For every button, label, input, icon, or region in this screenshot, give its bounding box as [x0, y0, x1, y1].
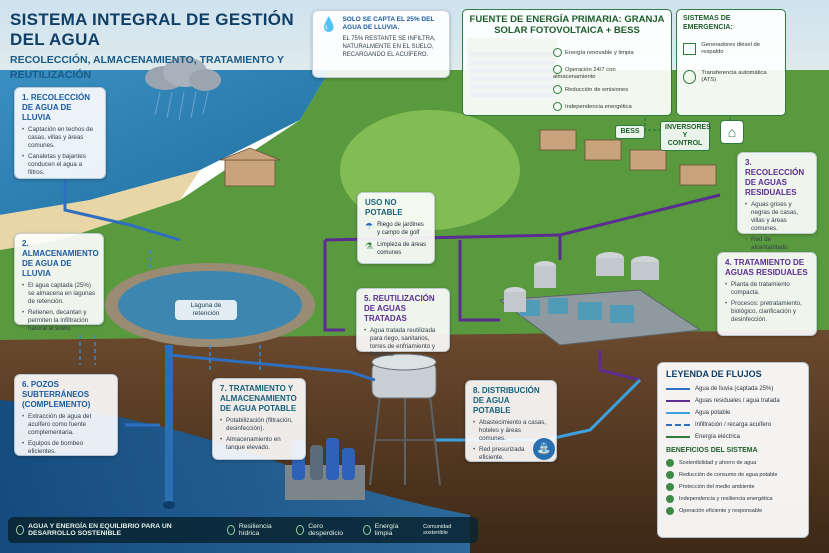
energy-item: Operación 24/7 con almacenamiento [553, 65, 653, 81]
faucet-icon: ⛲ [533, 438, 555, 460]
generator-item: Generadores diésel de respaldo [683, 42, 779, 56]
benefit-row: Sostenibilidad y ahorro de agua [666, 457, 800, 469]
energy-item: Independencia energética [553, 102, 632, 111]
legend-label: Agua de lluvia (captada 25%) [695, 386, 774, 392]
emissions-icon [553, 85, 562, 94]
emergency-title: SISTEMAS DE EMERGENCIA: [683, 15, 733, 31]
ats-item: Transferencia automática (ATS) [683, 70, 779, 84]
energy-item: Energía renovable y limpia [553, 48, 634, 57]
step-card-4: 4. TRATAMIENTO DE AGUAS RESIDUALES Plant… [717, 252, 817, 336]
benefit-icon [666, 483, 674, 491]
capture-note-heading: SOLO SE CAPTA EL 25% DEL AGUA DE LLUVIA. [342, 16, 435, 31]
legend-row: Energía eléctrica [666, 431, 800, 443]
benefit-icon [666, 459, 674, 467]
house-icon: ⌂ [720, 120, 744, 144]
benefit-icon [666, 507, 674, 515]
title-block: SISTEMA INTEGRAL DE GESTIÓN DEL AGUA REC… [10, 10, 305, 83]
benefit-label: Protección del medio ambiente [679, 484, 755, 490]
benefit-icon [666, 495, 674, 503]
benefits-title: BENEFICIOS DEL SISTEMA [666, 447, 758, 454]
benefits-section: BENEFICIOS DEL SISTEMA Sostenibilidad y … [666, 447, 800, 517]
inverters-tag: INVERSORES Y CONTROL [660, 121, 711, 151]
transfer-switch-icon [683, 70, 697, 84]
legend-row: Infiltración / recarga acuífero [666, 419, 800, 431]
footer-item: Comunidad sostenible [423, 524, 452, 536]
legend-label: Infiltración / recarga acuífero [695, 422, 772, 428]
infiltration-lines [79, 250, 261, 370]
legend-swatch [666, 424, 690, 426]
benefit-row: Independencia y resiliencia energética [666, 493, 800, 505]
emergency-systems-panel: SISTEMAS DE EMERGENCIA: Generadores diés… [676, 9, 786, 116]
legend-row: Agua de lluvia (captada 25%) [666, 383, 800, 395]
lightning-icon [553, 102, 562, 111]
energy-source-panel: FUENTE DE ENERGÍA PRIMARIA: GRANJA SOLAR… [462, 9, 672, 116]
benefit-row: Operación eficiente y responsable [666, 505, 800, 517]
step-card-5: 5. REUTILIZACIÓN DE AGUAS TRATADAS Agua … [356, 288, 450, 358]
non-potable-title: USO NO POTABLE [365, 198, 403, 217]
legend-swatch [666, 400, 690, 402]
recycle-icon [296, 525, 305, 535]
footer-main: AGUA Y ENERGÍA EN EQUILIBRIO PARA UN DES… [16, 523, 211, 537]
retention-pond-label: Laguna de retención [175, 300, 237, 320]
energy-item: Reducción de emisiones [553, 85, 628, 94]
lightning-icon [362, 525, 371, 535]
generator-icon [683, 43, 697, 55]
legend-label: Energía eléctrica [695, 434, 741, 440]
footer-item: Cero desperdicio [296, 523, 347, 537]
clock-icon [553, 65, 562, 74]
leaf-icon [553, 48, 562, 57]
legend-label: Agua potable [695, 410, 731, 416]
energy-title: FUENTE DE ENERGÍA PRIMARIA: GRANJA SOLAR… [469, 14, 665, 36]
page-title: SISTEMA INTEGRAL DE GESTIÓN DEL AGUA [10, 10, 294, 49]
well-pipes [163, 345, 175, 509]
legend-swatch [666, 412, 690, 414]
step-card-6: 6. POZOS SUBTERRÁNEOS (COMPLEMENTO) Extr… [14, 374, 118, 456]
rain-cloud-icon [145, 57, 221, 121]
treatment-plant [498, 252, 702, 346]
benefit-row: Reducción de consumo de agua potable [666, 469, 800, 481]
benefit-icon [666, 471, 674, 479]
step-card-3: 3. RECOLECCIÓN DE AGUAS RESIDUALES Aguas… [737, 152, 817, 259]
non-potable-card: USO NO POTABLE ☂ Riego de jardines y cam… [357, 192, 435, 264]
cleaning-icon: ⚗ [365, 241, 374, 251]
benefit-label: Operación eficiente y responsable [679, 508, 763, 514]
benefit-label: Independencia y resiliencia energética [679, 496, 773, 502]
step-card-7: 7. TRATAMIENTO Y ALMACENAMIENTO DE AGUA … [212, 378, 306, 460]
shield-icon [226, 525, 235, 535]
legend-panel: LEYENDA DE FLUJOS Agua de lluvia (captad… [657, 362, 809, 538]
sprinkler-icon: ☂ [365, 221, 374, 231]
legend-label: Aguas residuales / agua tratada [695, 398, 780, 404]
beach [0, 170, 200, 250]
bess-tag: BESS [615, 125, 645, 139]
globe-icon [16, 525, 25, 535]
non-potable-item: ⚗ Limpieza de áreas comunes [365, 241, 427, 256]
legend-rows: Agua de lluvia (captada 25%) Aguas residu… [666, 383, 800, 443]
footer-item: Energía limpia [362, 523, 407, 537]
footer-bar: AGUA Y ENERGÍA EN EQUILIBRIO PARA UN DES… [8, 517, 478, 543]
villas [219, 129, 717, 187]
benefit-label: Sostenibilidad y ahorro de agua [679, 460, 757, 466]
water-drop-icon: 💧 [320, 16, 338, 32]
step-card-2: 2. ALMACENAMIENTO DE AGUA DE LLUVIA El a… [14, 233, 104, 332]
step-card-1: 1. RECOLECCIÓN DE AGUA DE LLUVIA Captaci… [14, 87, 106, 179]
legend-row: Aguas residuales / agua tratada [666, 395, 800, 407]
benefit-label: Reducción de consumo de agua potable [679, 472, 778, 478]
benefit-row: Protección del medio ambiente [666, 481, 800, 493]
legend-row: Agua potable [666, 407, 800, 419]
legend-swatch [666, 436, 690, 438]
footer-item: Resiliencia hídrica [226, 523, 280, 537]
capture-note-card: 💧 SOLO SE CAPTA EL 25% DEL AGUA DE LLUVI… [312, 10, 450, 78]
legend-swatch [666, 388, 690, 390]
rainwater-pipes [63, 180, 376, 427]
legend-title: LEYENDA DE FLUJOS [666, 369, 762, 379]
non-potable-item: ☂ Riego de jardines y campo de golf [365, 221, 424, 236]
page-subtitle: RECOLECCIÓN, ALMACENAMIENTO, TRATAMIENTO… [10, 54, 284, 81]
capture-note-body: EL 75% RESTANTE SE INFILTRA, NATURALMENT… [342, 36, 436, 58]
